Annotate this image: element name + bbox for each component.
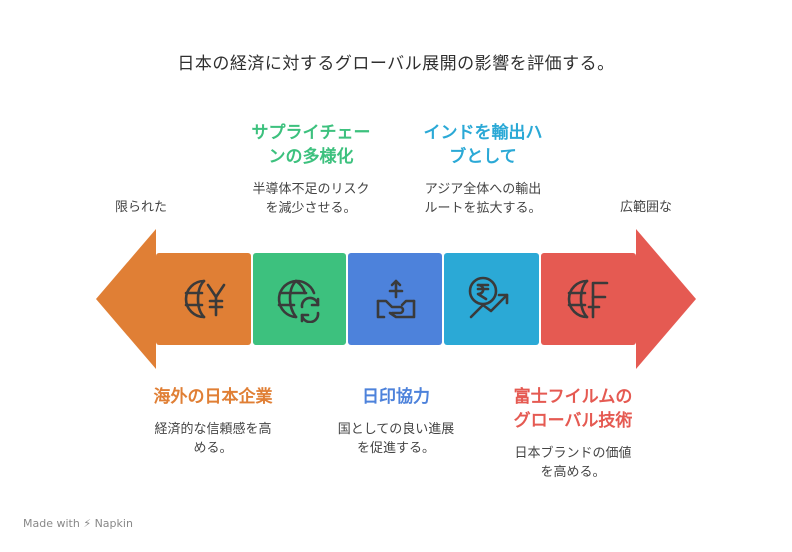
heading-line: サプライチェー [251,123,371,143]
globe-refresh-icon [277,279,320,323]
globe-yen-icon [184,279,226,319]
left-arrow-shape [96,229,156,369]
heading-line: 海外の日本企業 [153,387,273,407]
desc-line: める。 [193,441,233,456]
segment-japan-india [348,253,442,345]
desc-line: ルートを拡大する。 [424,201,542,216]
left-arrow-head [96,229,156,369]
segment-fujifilm [541,253,636,345]
bottom-item-fujifilm-heading: 富士フイルムの グローバル技術 [490,385,656,433]
heading-line: ンの多様化 [268,147,354,167]
footer-watermark: Made with ⚡ Napkin [23,517,133,530]
bottom-item-overseas-heading: 海外の日本企業 [128,385,298,409]
desc-line: 国としての良い進展 [337,422,455,437]
segment-india-export [444,253,539,345]
rupee-growth-icon [468,276,509,319]
desc-line: 半導体不足のリスク [252,182,370,197]
segment-overseas-companies [156,253,251,345]
heading-line: 富士フイルムの [513,387,633,407]
desc-line: を促進する。 [356,441,435,456]
right-arrow-head [636,229,696,369]
napkin-logo-icon: ⚡ [83,517,92,530]
top-item-supply-chain-heading: サプライチェー ンの多様化 [228,121,394,169]
right-end-label: 広範囲な [620,200,673,215]
heading-line: ブとして [449,147,517,167]
bottom-item-cooperation-heading: 日印協力 [316,385,476,409]
segment-supply-chain [253,253,346,345]
desc-line: 日本ブランドの価値 [514,446,632,461]
desc-line: を減少させる。 [265,201,357,216]
right-arrow-shape [636,229,696,369]
top-item-supply-chain-desc: 半導体不足のリスク を減少させる。 [228,180,394,218]
desc-line: を高める。 [540,465,606,480]
top-item-india-export-desc: アジア全体への輸出 ルートを拡大する。 [400,180,566,218]
heading-line: 日印協力 [362,387,430,407]
desc-line: 経済的な信頼感を高 [154,422,272,437]
left-end-label: 限られた [115,200,168,215]
page-title: 日本の経済に対するグローバル展開の影響を評価する。 [177,54,615,74]
top-item-india-export-heading: インドを輸出ハ ブとして [400,121,566,169]
bottom-item-overseas-desc: 経済的な信頼感を高 める。 [128,420,298,458]
bottom-item-cooperation-desc: 国としての良い進展 を促進する。 [316,420,476,458]
desc-line: アジア全体への輸出 [424,182,542,197]
heading-line: インドを輸出ハ [423,123,543,143]
heading-line: グローバル技術 [513,411,633,431]
bottom-item-fujifilm-desc: 日本ブランドの価値 を高める。 [490,444,656,482]
globe-franc-icon [567,279,609,319]
footer-made-with: Made with [23,517,80,530]
footer-brand: Napkin [94,517,133,530]
handshake-icon [376,279,416,319]
